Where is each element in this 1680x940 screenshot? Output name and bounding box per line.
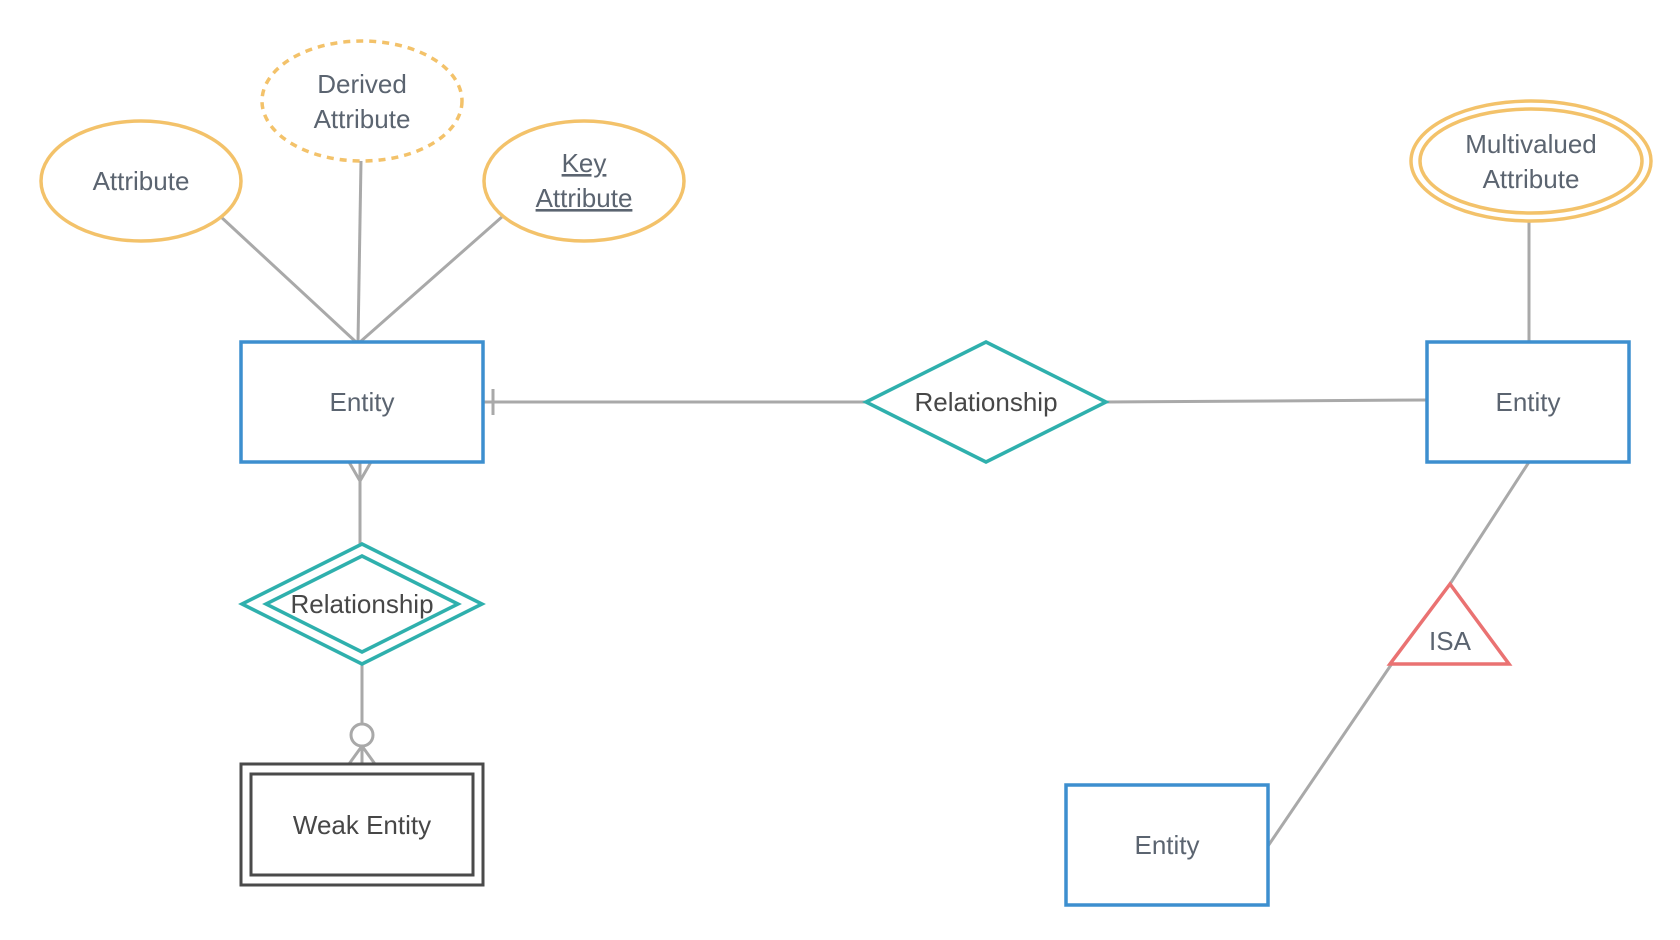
- attribute-key-label-line1: Key: [562, 148, 607, 178]
- attribute-multivalued[interactable]: Multivalued Attribute: [1409, 99, 1653, 223]
- entity-main-label: Entity: [329, 387, 394, 417]
- entity-subtype[interactable]: Entity: [1064, 783, 1270, 907]
- attribute-derived[interactable]: Derived Attribute: [260, 39, 464, 163]
- relationship-binary[interactable]: Relationship: [862, 340, 1110, 464]
- weak-entity-label: Weak Entity: [293, 810, 431, 840]
- attribute-simple[interactable]: Attribute: [39, 119, 243, 243]
- attribute-key-label-line2: Attribute: [536, 183, 633, 213]
- crow-foot-zero-or-many-icon: [347, 722, 377, 765]
- relationship-identifying[interactable]: Relationship: [238, 542, 486, 666]
- entity-right[interactable]: Entity: [1425, 340, 1631, 464]
- isa-label: ISA: [1429, 626, 1472, 656]
- isa-triangle[interactable]: ISA: [1386, 581, 1513, 666]
- connector-key-entity: [359, 214, 504, 344]
- weak-entity[interactable]: Weak Entity: [239, 762, 485, 887]
- entity-right-label: Entity: [1495, 387, 1560, 417]
- attribute-derived-label-line1: Derived: [317, 69, 407, 99]
- connector-right-entity-isa: [1448, 461, 1531, 585]
- attribute-multivalued-label-line1: Multivalued: [1465, 129, 1597, 159]
- relationship-binary-label: Relationship: [914, 387, 1057, 417]
- connector-isa-subtype: [1266, 661, 1395, 847]
- entity-subtype-label: Entity: [1134, 830, 1199, 860]
- attribute-key[interactable]: Key Attribute: [482, 119, 686, 243]
- attribute-derived-label-line2: Attribute: [314, 104, 411, 134]
- crow-foot-many-icon: [347, 461, 373, 482]
- entity-main[interactable]: Entity: [239, 340, 485, 464]
- attribute-simple-label: Attribute: [93, 166, 190, 196]
- relationship-identifying-label: Relationship: [290, 589, 433, 619]
- attribute-multivalued-label-line2: Attribute: [1483, 164, 1580, 194]
- connector-relationship-right-entity: [1105, 398, 1428, 404]
- connector-derived-entity: [356, 160, 363, 343]
- connectors: [218, 160, 1531, 847]
- connector-attribute-entity: [218, 214, 358, 344]
